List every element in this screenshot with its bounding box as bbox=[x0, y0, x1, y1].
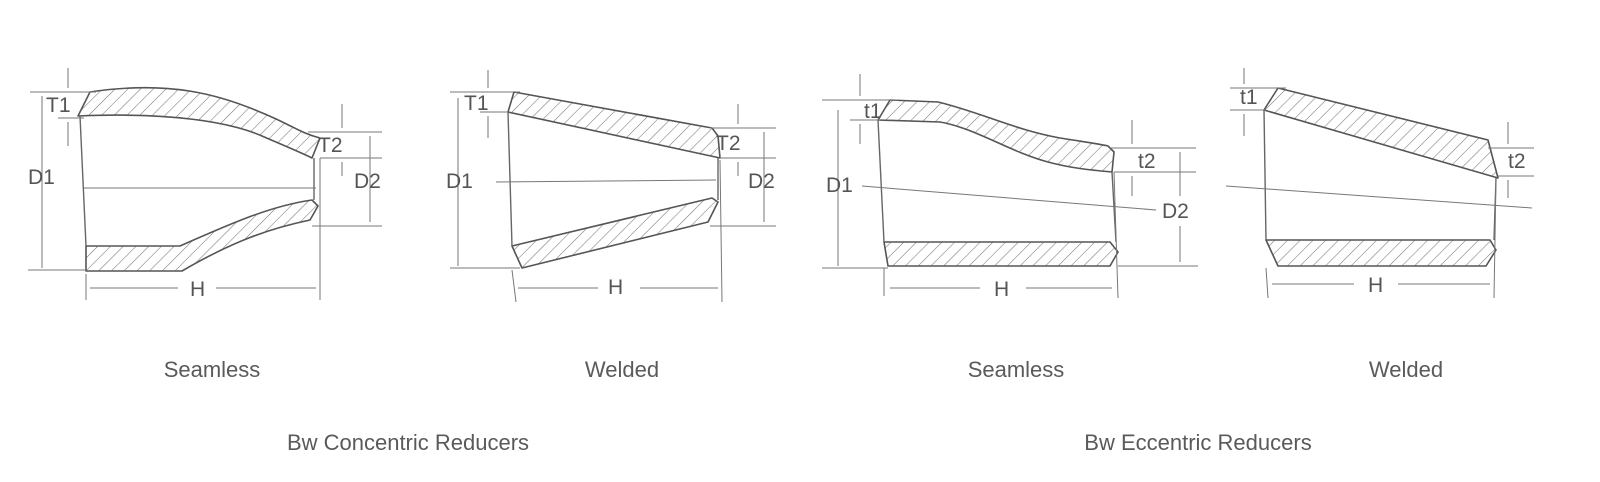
t2-label: t2 bbox=[1138, 150, 1156, 173]
t1-label: T1 bbox=[464, 92, 489, 115]
bottom-wall bbox=[1265, 239, 1497, 267]
center-line bbox=[1225, 185, 1533, 209]
bottom-wall bbox=[511, 197, 719, 269]
h-label: H bbox=[1368, 274, 1383, 297]
concentric-welded-figure: T1 T2 D1 D2 H bbox=[446, 70, 776, 303]
inner-left-edge bbox=[79, 115, 87, 247]
h-label: H bbox=[608, 276, 623, 299]
bottom-wall bbox=[85, 199, 319, 272]
t1-label: T1 bbox=[46, 94, 71, 117]
d1-label: D1 bbox=[28, 166, 55, 189]
h-label: H bbox=[190, 278, 205, 301]
t2-label: T2 bbox=[716, 132, 741, 155]
d2-label: D2 bbox=[748, 170, 775, 193]
concentric-seamless-figure: T1 T2 D1 D2 H bbox=[28, 68, 382, 301]
top-wall bbox=[877, 99, 1115, 173]
t2-label: t2 bbox=[1508, 150, 1526, 173]
top-wall bbox=[507, 91, 721, 159]
t2-label: T2 bbox=[318, 134, 343, 157]
inner-left-edge bbox=[507, 111, 513, 247]
d1-label: D1 bbox=[446, 170, 473, 193]
h-label: H bbox=[994, 278, 1009, 301]
center-line bbox=[495, 179, 717, 183]
inner-left-edge bbox=[1263, 109, 1267, 241]
figure-caption-eccentric-seamless: Seamless bbox=[967, 357, 1065, 382]
figure-caption-eccentric-welded: Welded bbox=[1368, 357, 1444, 382]
t1-label: t1 bbox=[1240, 86, 1258, 109]
group-caption-concentric: Bw Concentric Reducers bbox=[286, 430, 530, 455]
t1-label: t1 bbox=[864, 100, 882, 123]
center-line bbox=[861, 185, 1157, 211]
top-wall bbox=[77, 86, 321, 159]
inner-left-edge bbox=[877, 119, 885, 243]
group-caption-eccentric: Bw Eccentric Reducers bbox=[1084, 430, 1312, 455]
bottom-wall bbox=[883, 241, 1119, 267]
figure-caption-concentric-seamless: Seamless bbox=[163, 357, 261, 382]
d1-label: D1 bbox=[826, 174, 853, 197]
figure-caption-concentric-welded: Welded bbox=[584, 357, 660, 382]
d2-label: D2 bbox=[1162, 200, 1189, 223]
eccentric-welded-figure: t1 t2 H bbox=[1225, 68, 1534, 299]
d2-label: D2 bbox=[354, 170, 381, 193]
eccentric-seamless-figure: t1 t2 D1 D2 H bbox=[822, 74, 1198, 301]
top-wall bbox=[1263, 87, 1499, 179]
